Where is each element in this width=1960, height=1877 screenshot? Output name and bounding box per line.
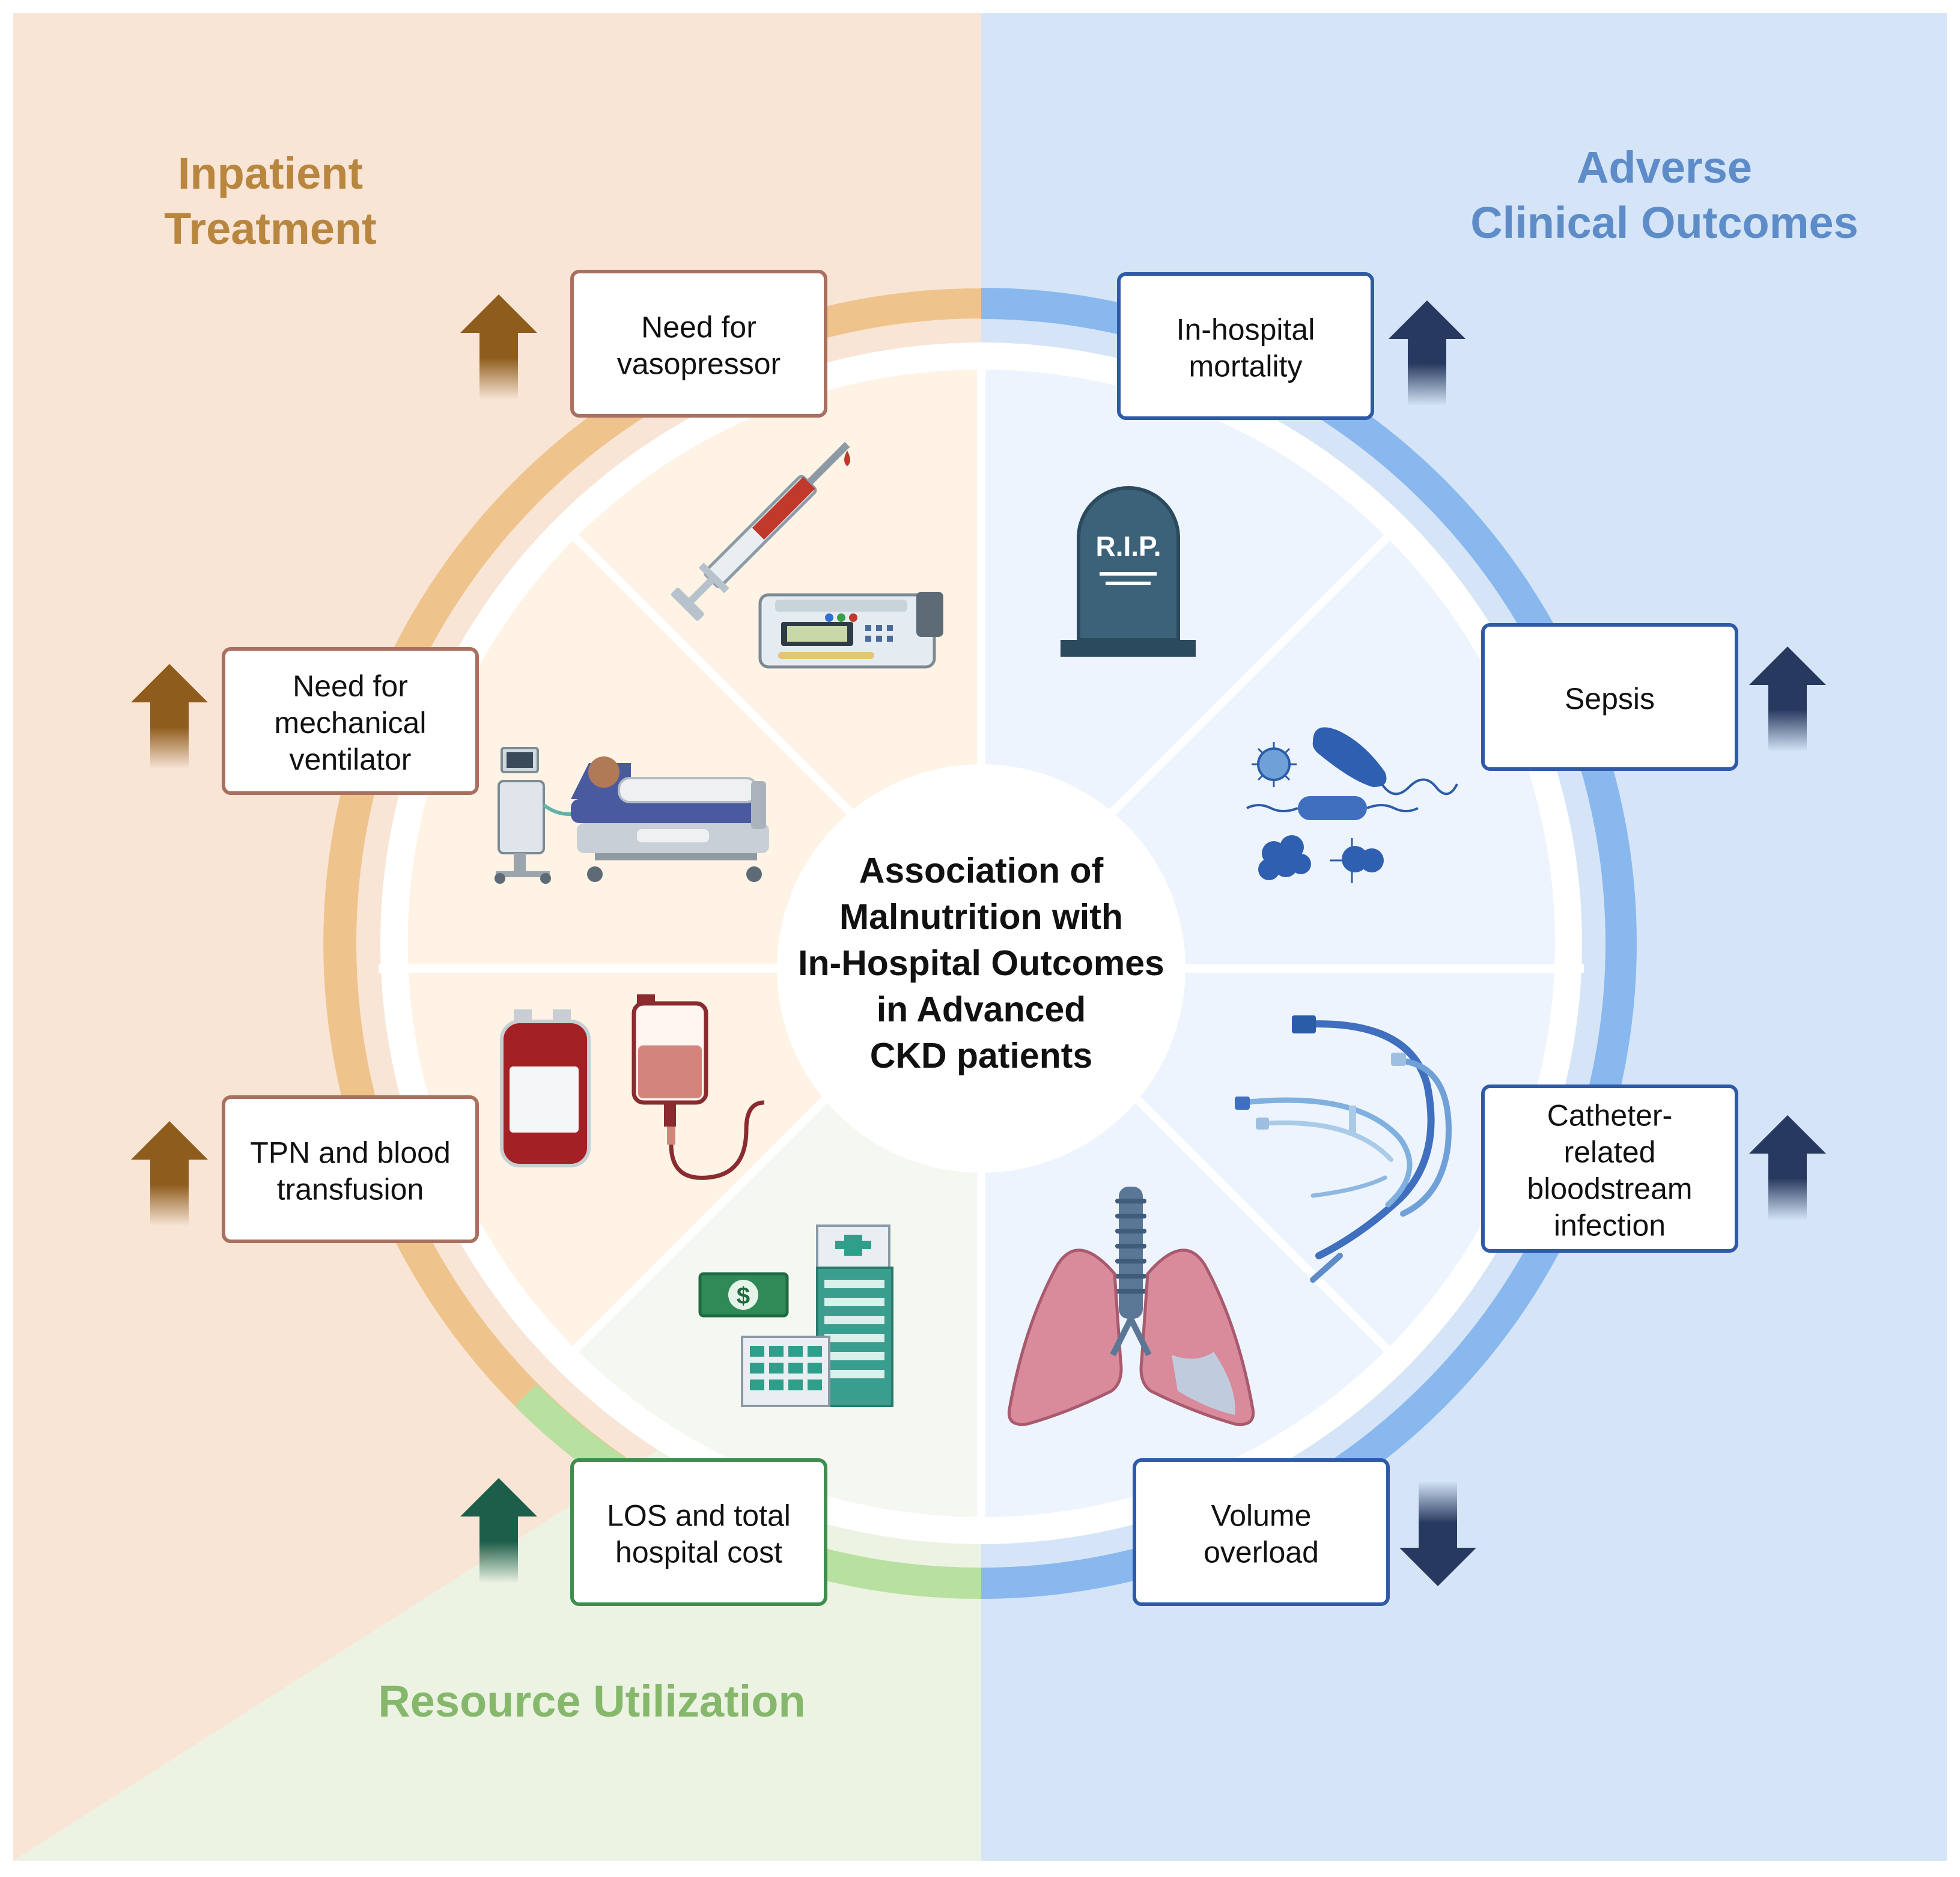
center-circle [777,764,1185,1173]
text-line: LOS and total [607,1499,791,1533]
arrow-up-los [460,1478,537,1583]
text-line: Need for [293,669,408,703]
resource-heading: Resource Utilization [378,1676,805,1726]
arrow-up-crbsi [1749,1115,1826,1220]
text-line: CKD patients [870,1036,1092,1075]
text-line: Catheter- [1547,1099,1672,1133]
text-line: related [1564,1136,1656,1169]
text-line: Resource Utilization [378,1676,805,1726]
lungs-icon [1007,1187,1255,1426]
tombstone-icon: R.I.P. [1061,486,1196,657]
text-line: vasopressor [617,347,781,381]
text-line: In-Hospital Outcomes [798,943,1164,983]
tombstone-text: R.I.P. [1095,531,1161,562]
syringe-pump-icon [671,442,943,669]
text-line: Inpatient [178,148,363,198]
arrow-up-vasopressor [460,294,537,400]
text-line: Clinical Outcomes [1470,198,1858,248]
text-line: mechanical [275,706,427,740]
arrow-up-mortality [1389,300,1465,406]
text-line: In-hospital [1176,313,1315,347]
text-line: Malnutrition with [839,897,1123,937]
blood-bag-icon [500,994,765,1180]
text-line: mortality [1189,350,1303,383]
text-line: Sepsis [1565,682,1655,716]
ventilator-bed-icon [495,747,769,884]
text-line: hospital cost [615,1536,782,1569]
text-line: in Advanced [877,990,1086,1029]
text-line: overload [1204,1536,1319,1569]
text-line: Need for [641,311,756,344]
text-line: bloodstream [1527,1172,1692,1206]
text-line: Volume [1211,1499,1312,1533]
catheter-icon [1235,1015,1452,1283]
text-line: TPN and blood [250,1136,451,1170]
outcome-box-sepsis: Sepsis [1481,623,1738,771]
money-symbol: $ [737,1283,750,1309]
hospital-money-icon: $ [698,1224,893,1407]
arrow-up-sepsis [1749,646,1826,752]
text-line: Adverse [1577,142,1752,192]
arrow-down-volume [1399,1481,1476,1586]
text-line: transfusion [277,1173,424,1206]
text-line: infection [1554,1209,1666,1243]
bacteria-icon [1246,727,1458,883]
text-line: Treatment [164,204,377,254]
arrow-up-ventilator [131,664,208,769]
arrows [131,294,1826,1586]
sepsis-label: Sepsis [1565,682,1655,716]
text-line: ventilator [290,743,412,776]
arrow-up-tpn [131,1121,208,1226]
text-line: Association of [859,851,1104,890]
